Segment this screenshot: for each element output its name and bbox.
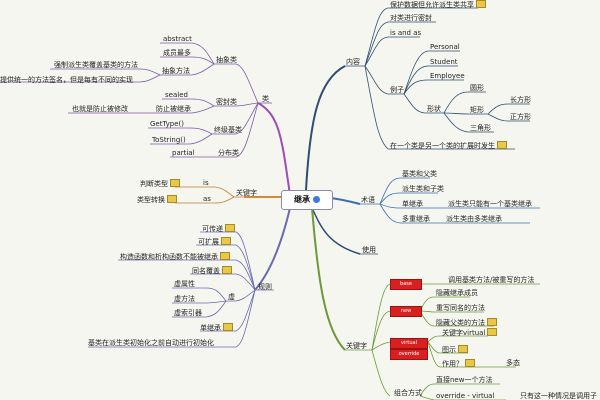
root-node[interactable]: 继承 (281, 190, 333, 210)
node-rule-single[interactable]: 单继承 (200, 323, 233, 333)
note-icon (170, 179, 180, 187)
note-icon (220, 252, 230, 260)
node-content-seal[interactable]: 对类进行密封 (390, 14, 432, 22)
note-icon (458, 345, 468, 353)
node-triangle[interactable]: 三角形 (470, 124, 491, 132)
node-is[interactable]: is (203, 179, 209, 187)
node-ctor[interactable]: 构造函数和析构函数不能被继承 (120, 252, 230, 262)
node-partial-class[interactable]: 分布类 (218, 149, 239, 157)
node-rect-square[interactable]: 正方形 (510, 113, 531, 121)
node-multi-desc[interactable]: 派生类由多类继承 (446, 215, 502, 223)
node-base-desc[interactable]: 调用基类方法/被重写的方法 (448, 276, 535, 284)
node-virtual-purpose[interactable]: 作用？ (442, 359, 475, 369)
note-icon (223, 323, 233, 331)
node-content-isas[interactable]: is and as (390, 29, 422, 37)
node-multi[interactable]: 多重继承 (402, 215, 430, 223)
node-final-base[interactable]: 终级基类 (214, 126, 242, 134)
node-content-protect[interactable]: 保护数据但允许派生类共享 (390, 0, 486, 10)
node-extension[interactable]: 在一个类是另一个类的扩展时发生 (390, 141, 507, 151)
node-uniform-desc[interactable]: 提供统一的方法签名，但是每有不同的实现 (0, 76, 133, 84)
node-prevent[interactable]: 防止被继承 (156, 105, 191, 113)
node-rect[interactable]: 矩形 (470, 106, 484, 114)
node-virtual-indexer[interactable]: 虚索引器 (174, 309, 202, 317)
node-combo-new[interactable]: 直接new一个方法 (436, 376, 493, 384)
node-hide[interactable]: 同名覆盖 (192, 266, 232, 276)
node-rule-virtual[interactable]: 虚 (228, 293, 235, 301)
node-shape[interactable]: 形状 (427, 105, 441, 113)
note-icon (221, 237, 231, 245)
node-single[interactable]: 单继承 (402, 200, 423, 208)
node-virtual-prop[interactable]: 虚属性 (174, 280, 195, 288)
note-icon (487, 318, 497, 326)
node-new-hide-parent[interactable]: 隐藏父类的方法 (436, 318, 497, 328)
branch-keyword-bottom[interactable]: 关键字 (346, 342, 367, 350)
note-icon (225, 224, 235, 232)
branch-class[interactable]: 类 (262, 95, 269, 103)
node-kw-override[interactable]: override (390, 349, 428, 360)
node-override-desc[interactable]: 强制派生类覆盖基类的方法 (54, 61, 138, 69)
node-tostring[interactable]: ToString() (152, 136, 186, 144)
node-kw-virtual[interactable]: virtual (390, 338, 428, 349)
node-rect-long[interactable]: 长方形 (510, 96, 531, 104)
note-icon (167, 195, 177, 203)
node-partial[interactable]: partial (172, 149, 195, 157)
node-person-1[interactable]: Student (430, 58, 458, 66)
node-derived-child[interactable]: 派生类和子类 (402, 185, 444, 193)
node-new-hide-member[interactable]: 隐藏继承成员 (436, 289, 478, 297)
node-combo-desc[interactable]: 只有这一种情况是调用子 (520, 392, 597, 400)
node-base-parent[interactable]: 基类和父类 (402, 170, 437, 178)
node-extensible[interactable]: 可扩展 (198, 237, 231, 247)
node-combo-override[interactable]: override - virtual (436, 392, 495, 400)
node-prevent-desc[interactable]: 也就是防止被修改 (72, 105, 128, 113)
note-icon (497, 141, 507, 149)
node-type-convert[interactable]: 类型转换 (137, 195, 177, 205)
node-person-0[interactable]: Personal (430, 43, 460, 51)
node-virtual-keyword[interactable]: 关键字virtual (442, 328, 498, 338)
node-init[interactable]: 基类在派生类初始化之前自动进行初始化 (88, 339, 214, 347)
root-title: 继承 (294, 195, 310, 204)
node-gettype[interactable]: GetType() (150, 120, 185, 128)
globe-icon (313, 196, 320, 203)
branch-terms[interactable]: 术语 (361, 196, 375, 204)
node-as[interactable]: as (203, 195, 211, 203)
node-sealed[interactable]: sealed (165, 91, 188, 99)
node-transitive[interactable]: 可传递 (202, 224, 235, 234)
node-polymorph[interactable]: 多态 (506, 359, 520, 367)
node-combo[interactable]: 组合方式 (394, 389, 422, 397)
note-icon (476, 0, 486, 8)
node-single-desc[interactable]: 派生类只能有一个基类继承 (448, 200, 532, 208)
branch-rules[interactable]: 规则 (258, 283, 272, 291)
node-abstract[interactable]: abstract (163, 35, 192, 43)
node-abstract-method[interactable]: 抽象方法 (162, 67, 190, 75)
node-kw-base[interactable]: base (390, 279, 422, 290)
note-icon (465, 359, 475, 367)
node-members[interactable]: 成员最多 (163, 49, 191, 57)
node-example[interactable]: 例子 (390, 86, 404, 94)
node-type-check[interactable]: 判断类型 (140, 179, 180, 189)
node-kw-new[interactable]: new (390, 306, 422, 317)
node-person-2[interactable]: Employee (430, 72, 465, 80)
branch-content[interactable]: 内容 (346, 58, 360, 66)
branch-keyword-top[interactable]: 关键字 (236, 189, 257, 197)
node-virtual-diagram[interactable]: 图示 (442, 345, 468, 355)
note-icon (487, 328, 498, 336)
node-new-override-same[interactable]: 重写同名的方法 (436, 304, 485, 312)
node-virtual-method[interactable]: 虚方法 (174, 295, 195, 303)
branch-usage[interactable]: 使用 (362, 246, 376, 254)
node-circle[interactable]: 圆形 (470, 84, 484, 92)
node-abstract-class[interactable]: 抽象类 (216, 56, 237, 64)
note-icon (222, 266, 232, 274)
node-sealed-class[interactable]: 密封类 (216, 98, 237, 106)
